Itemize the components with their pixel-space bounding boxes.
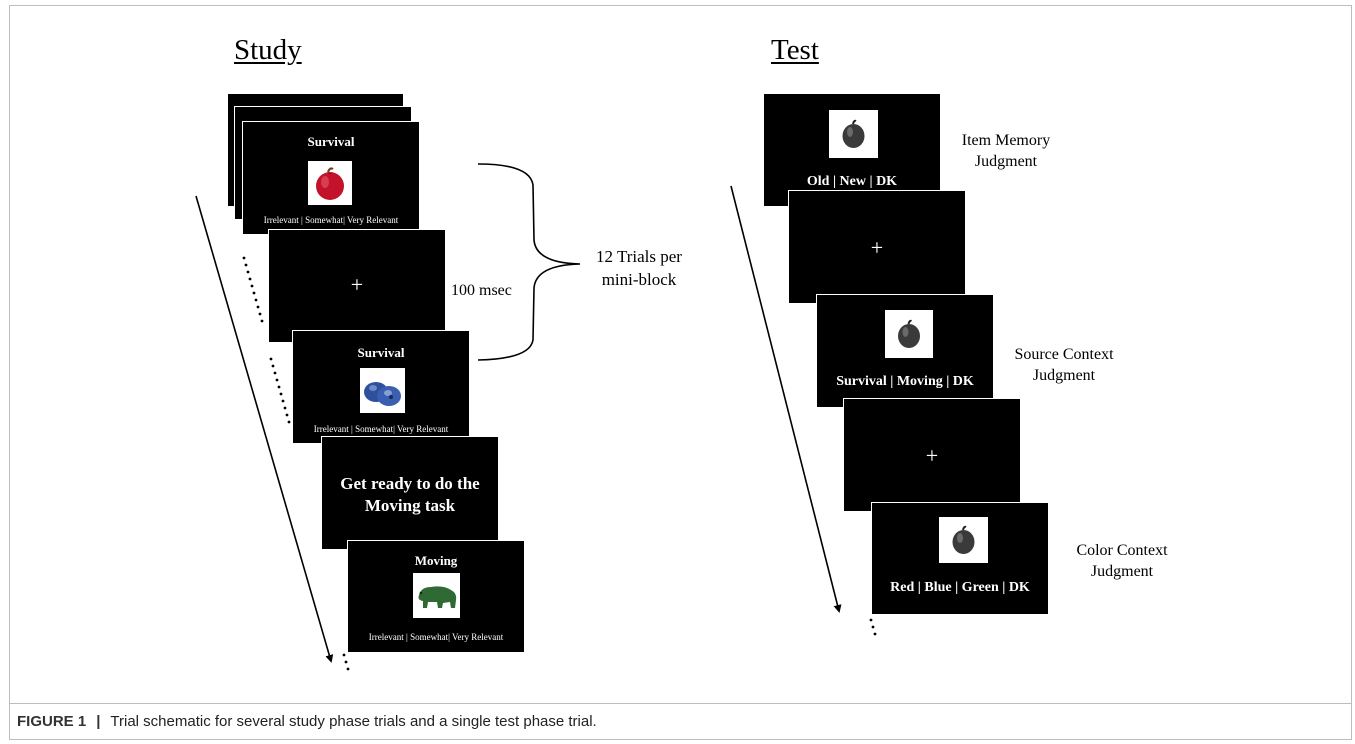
source-context-label: Source Context Judgment bbox=[1014, 346, 1114, 384]
brace-label-text: 12 Trials per mini-block bbox=[596, 247, 682, 289]
color-response-options: Red | Blue | Green | DK bbox=[890, 580, 1030, 595]
ellipsis-dots-study-1 bbox=[242, 256, 264, 323]
figure-caption-text: Trial schematic for several study phase … bbox=[110, 713, 597, 730]
grayscale-apple-image bbox=[939, 517, 988, 563]
ellipsis-dots-study-2 bbox=[269, 357, 291, 424]
item-memory-label: Item Memory Judgment bbox=[961, 132, 1051, 170]
study-time-arrow bbox=[195, 195, 334, 663]
fixation-cross: + bbox=[350, 272, 364, 297]
study-task-name: Moving bbox=[414, 553, 458, 568]
test-fixation-screen-1: + bbox=[788, 190, 966, 304]
test-color-screen: Red | Blue | Green | DK bbox=[871, 502, 1049, 615]
test-heading: Test bbox=[771, 34, 819, 66]
fixation-cross: + bbox=[870, 235, 884, 260]
figure-frame bbox=[9, 5, 1352, 740]
test-time-arrow bbox=[730, 185, 842, 613]
ellipsis-dots-study-end bbox=[342, 653, 350, 671]
color-context-label: Color Context Judgment bbox=[1076, 542, 1168, 580]
test-item-screen: Old | New | DK bbox=[763, 93, 941, 207]
relevance-scale: Irrelevant | Somewhat| Very Relevant bbox=[263, 215, 399, 225]
relevance-scale: Irrelevant | Somewhat| Very Relevant bbox=[368, 632, 504, 642]
ellipsis-dots-test-end bbox=[869, 618, 877, 636]
fixation-cross: + bbox=[925, 443, 939, 468]
test-fixation-screen-2: + bbox=[843, 398, 1021, 512]
figure-label-separator: | bbox=[96, 713, 101, 730]
caption-divider bbox=[9, 703, 1352, 704]
study-trial-screen-2: Survival Irrelevant | Somewhat| Very Rel… bbox=[292, 330, 470, 444]
study-heading: Study bbox=[234, 34, 302, 66]
red-apple-image bbox=[308, 161, 352, 205]
bear-image bbox=[413, 573, 460, 618]
test-source-screen: Survival | Moving | DK bbox=[816, 294, 994, 408]
figure-label: FIGURE 1 bbox=[17, 713, 87, 730]
task-switch-message: Get ready to do the Moving task bbox=[340, 474, 480, 515]
blueberries-image bbox=[360, 368, 405, 413]
task-switch-screen: Get ready to do the Moving task bbox=[321, 436, 499, 550]
brace-label: 12 Trials per mini-block bbox=[584, 245, 694, 291]
study-trial-screen-3: Moving Irrelevant | Somewhat| Very Relev… bbox=[347, 540, 525, 653]
grayscale-apple-image bbox=[829, 110, 878, 158]
source-response-options: Survival | Moving | DK bbox=[836, 374, 974, 389]
grayscale-apple-image bbox=[885, 310, 933, 358]
item-response-options: Old | New | DK bbox=[806, 174, 898, 189]
duration-label: 100 msec bbox=[451, 282, 512, 299]
study-fixation-screen: + bbox=[268, 229, 446, 343]
relevance-scale: Irrelevant | Somewhat| Very Relevant bbox=[313, 424, 449, 434]
study-task-name: Survival bbox=[357, 345, 405, 360]
study-task-name: Survival bbox=[307, 134, 355, 149]
mini-block-brace bbox=[477, 163, 581, 361]
figure-caption: FIGURE 1 | Trial schematic for several stu… bbox=[17, 713, 597, 730]
study-trial-screen-1: Survival Irrelevant | Somewhat| Very Rel… bbox=[242, 121, 420, 235]
